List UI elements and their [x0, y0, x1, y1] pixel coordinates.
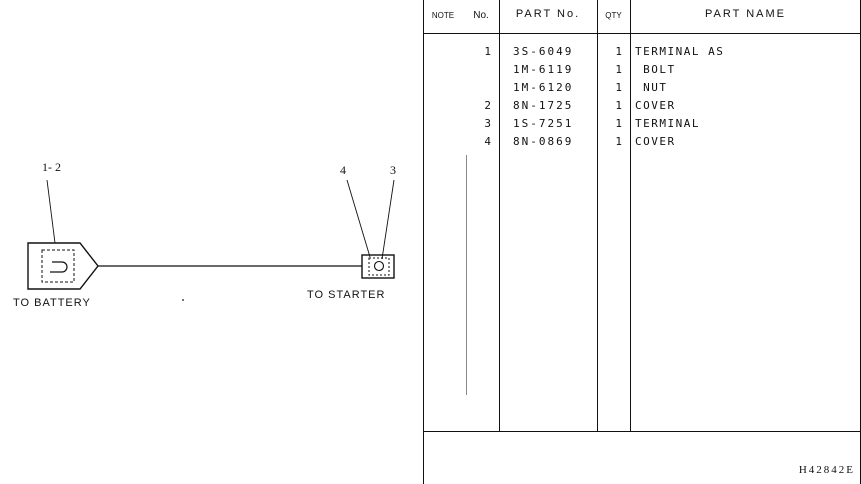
- battery-terminal-cover: [41, 249, 75, 283]
- table-row: 3 1S-7251 1 TERMINAL: [423, 117, 861, 135]
- header-rule: [423, 33, 861, 34]
- row-part-no: 1S-7251: [513, 117, 574, 130]
- header-part-name: PART NAME: [705, 8, 786, 20]
- drawing-code: H42842E: [798, 464, 855, 476]
- parts-table: NOTE No. PART No. QTY PART NAME 1 3S-604…: [423, 0, 861, 484]
- leader-line-1-2: [46, 179, 56, 244]
- row-part-name: TERMINAL AS: [635, 45, 725, 58]
- table-bottom-rule: [423, 431, 861, 432]
- row-qty: 1: [615, 99, 622, 112]
- starter-terminal-cover: [368, 257, 390, 276]
- table-border-left: [423, 0, 424, 484]
- row-qty: 1: [615, 117, 622, 130]
- row-part-no: 1M-6119: [513, 63, 574, 76]
- stray-mark: [182, 299, 184, 301]
- row-item-no: 3: [484, 117, 491, 130]
- row-part-no: 1M-6120: [513, 81, 574, 94]
- starter-terminal-shape: [361, 254, 395, 279]
- row-qty: 1: [615, 45, 622, 58]
- header-note: NOTE: [431, 11, 455, 20]
- table-row: 1M-6120 1 NUT: [423, 81, 861, 99]
- column-rule-qty: [630, 0, 631, 431]
- callout-4: 4: [340, 163, 346, 177]
- row-part-name: COVER: [635, 135, 676, 148]
- leader-line-4: [346, 179, 371, 258]
- row-qty: 1: [615, 135, 622, 148]
- row-item-no: 4: [484, 135, 491, 148]
- callout-3: 3: [390, 163, 396, 177]
- row-part-name: TERMINAL: [635, 117, 700, 130]
- faint-rule-note: [466, 155, 467, 395]
- table-row: 4 8N-0869 1 COVER: [423, 135, 861, 153]
- table-row: 2 8N-1725 1 COVER: [423, 99, 861, 117]
- row-qty: 1: [615, 81, 622, 94]
- battery-terminal-shape: [27, 242, 99, 290]
- label-to-battery: TO BATTERY: [13, 297, 91, 309]
- column-rule-part-no: [597, 0, 598, 431]
- row-part-no: 3S-6049: [513, 45, 574, 58]
- column-rule-no: [499, 0, 500, 431]
- table-row: 1M-6119 1 BOLT: [423, 63, 861, 81]
- row-part-no: 8N-0869: [513, 135, 574, 148]
- header-part-no: PART No.: [515, 8, 581, 20]
- starter-terminal-ring: [373, 260, 385, 272]
- row-part-name: BOLT: [635, 63, 676, 76]
- row-part-name: COVER: [635, 99, 676, 112]
- battery-terminal-ring: [50, 261, 68, 273]
- row-item-no: 2: [484, 99, 491, 112]
- label-to-starter: TO STARTER: [307, 289, 386, 301]
- header-no: No.: [473, 10, 489, 21]
- cable-drawing: [27, 179, 395, 301]
- callout-1-2: 1- 2: [42, 160, 61, 174]
- row-part-no: 8N-1725: [513, 99, 574, 112]
- row-qty: 1: [615, 63, 622, 76]
- table-row: 1 3S-6049 1 TERMINAL AS: [423, 45, 861, 63]
- wiring-diagram: 1- 2 4 3 TO BATTERY TO STARTER: [0, 0, 420, 484]
- header-qty: QTY: [605, 11, 622, 20]
- row-part-name: NUT: [635, 81, 668, 94]
- row-item-no: 1: [484, 45, 491, 58]
- leader-line-3: [381, 179, 395, 260]
